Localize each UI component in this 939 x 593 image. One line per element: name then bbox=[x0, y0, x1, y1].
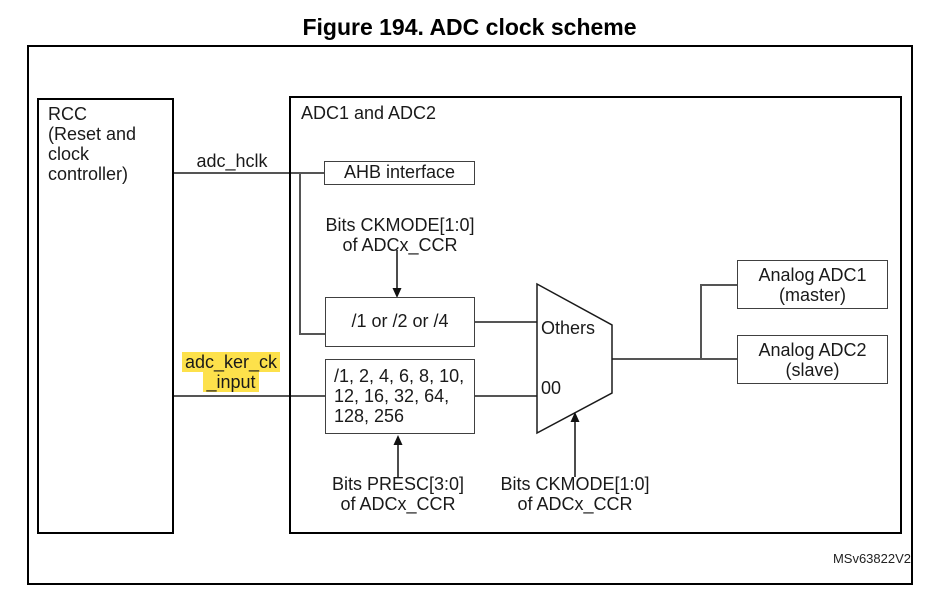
divider-to-mux-line bbox=[475, 321, 538, 323]
presc-annotation: Bits PRESC[3:0] of ADCx_CCR bbox=[331, 474, 465, 514]
mux-input-others-label: Others bbox=[541, 318, 596, 338]
adc-ker-ck-highlight-line1: adc_ker_ck bbox=[181, 352, 281, 372]
mux-output-line bbox=[611, 358, 737, 360]
adc-hclk-branch-vertical bbox=[299, 172, 301, 333]
ckmode-divider-annotation: Bits CKMODE[1:0] of ADCx_CCR bbox=[325, 215, 475, 255]
rcc-block bbox=[37, 98, 174, 534]
prescaler-box: /1, 2, 4, 6, 8, 10, 12, 16, 32, 64, 128,… bbox=[325, 359, 475, 434]
adc-hclk-line bbox=[174, 172, 324, 174]
adc1-adc2-block bbox=[289, 96, 902, 534]
adc-hclk-branch-horizontal bbox=[299, 333, 326, 335]
analog-adc1-box: Analog ADC1 (master) bbox=[737, 260, 888, 309]
mux-input-00-label: 00 bbox=[541, 378, 562, 398]
adc-hclk-signal-label: adc_hclk bbox=[196, 151, 268, 171]
adc1-adc2-label: ADC1 and ADC2 bbox=[301, 103, 437, 123]
rcc-label: RCC (Reset and clock controller) bbox=[48, 104, 137, 184]
ahb-interface-box: AHB interface bbox=[324, 161, 475, 185]
branch-to-adc1-line bbox=[700, 284, 737, 286]
prescaler-to-mux-line bbox=[475, 395, 538, 397]
figure-reference-id: MSv63822V2 bbox=[832, 551, 911, 566]
output-branch-vertical bbox=[700, 284, 702, 359]
adc-ker-ck-highlight-line2: _input bbox=[203, 372, 259, 392]
ckmode-mux-annotation: Bits CKMODE[1:0] of ADCx_CCR bbox=[500, 474, 650, 514]
adc-ker-ck-line bbox=[174, 395, 326, 397]
sync-clock-divider-box: /1 or /2 or /4 bbox=[325, 297, 475, 347]
adc-ker-ck-input-signal-label: adc_ker_ck _input bbox=[166, 352, 296, 392]
analog-adc2-box: Analog ADC2 (slave) bbox=[737, 335, 888, 384]
figure-title: Figure 194. ADC clock scheme bbox=[302, 14, 637, 40]
